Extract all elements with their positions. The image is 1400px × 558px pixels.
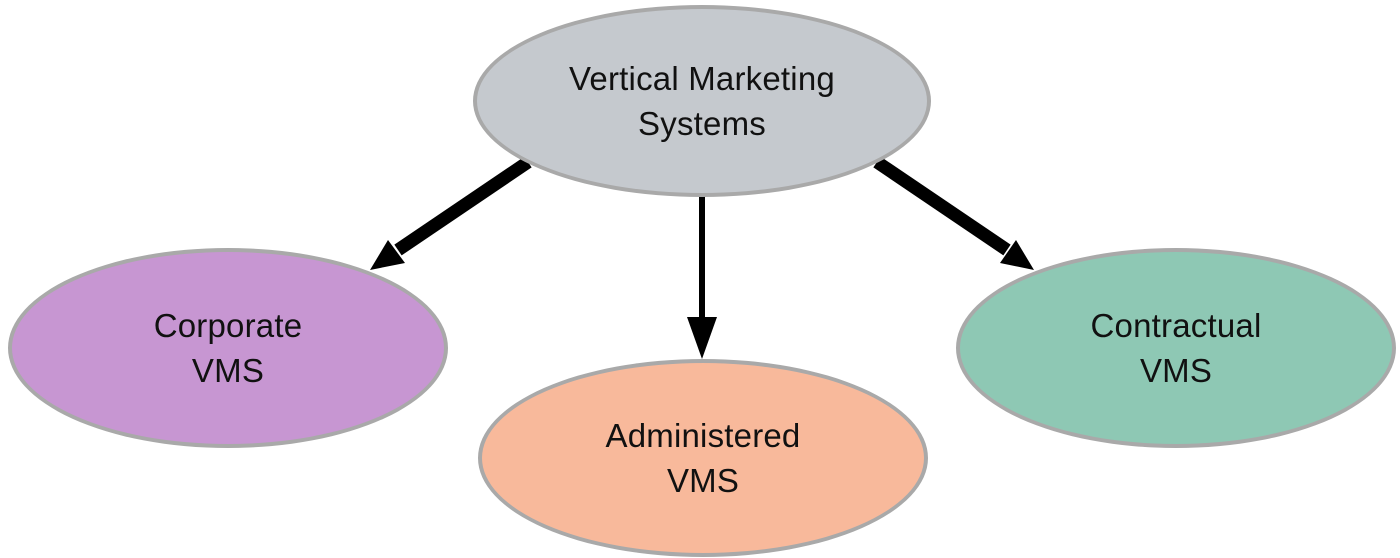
node-corporate-vms: Corporate VMS — [8, 248, 448, 448]
node-label-vertical-marketing-systems: Vertical Marketing Systems — [569, 60, 835, 142]
arrow-to-corporate-vms — [370, 156, 532, 270]
node-label-corporate-vms: Corporate VMS — [153, 307, 303, 389]
node-administered-vms: Administered VMS — [478, 359, 928, 557]
node-contractual-vms: Contractual VMS — [956, 248, 1396, 448]
node-vertical-marketing-systems: Vertical Marketing Systems — [473, 5, 931, 197]
node-label-administered-vms: Administered VMS — [605, 417, 801, 499]
arrow-to-contractual-vms — [873, 156, 1034, 270]
arrow-to-administered-vms — [687, 196, 717, 359]
node-label-contractual-vms: Contractual VMS — [1090, 307, 1262, 389]
